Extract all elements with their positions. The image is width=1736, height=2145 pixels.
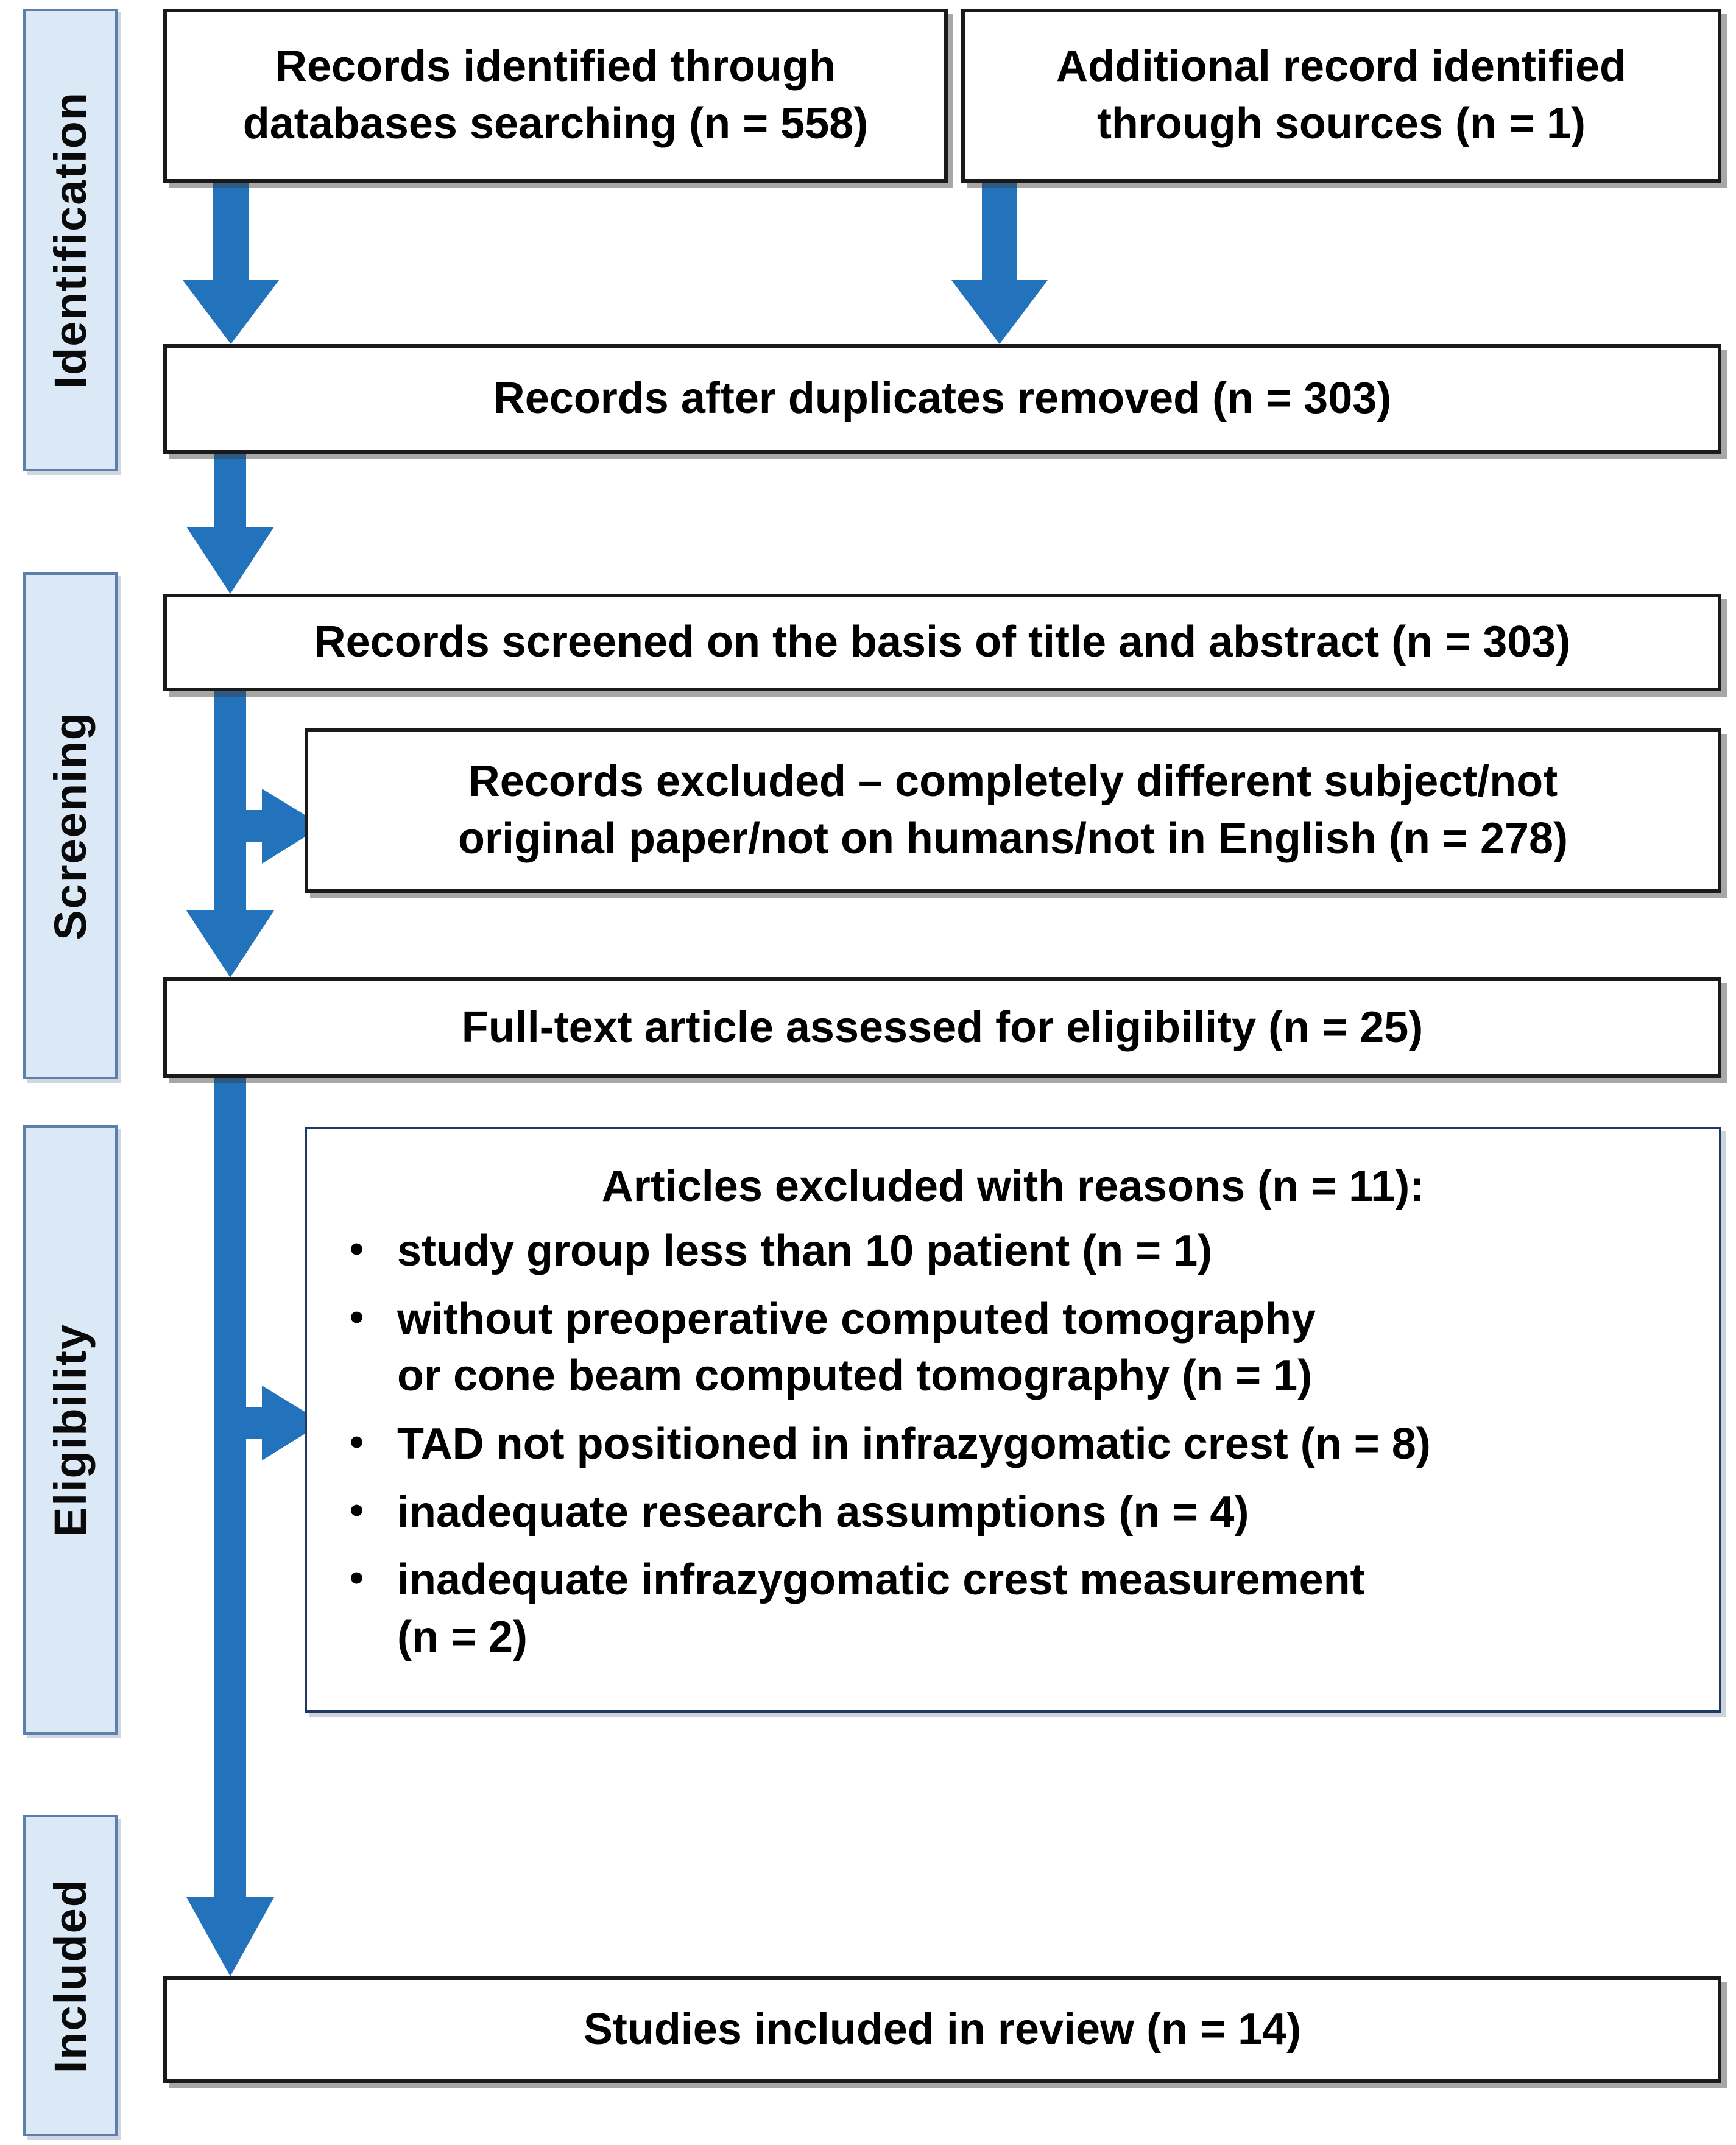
reason-line-1: TAD not positioned in infrazygomatic cre… [397,1419,1431,1468]
articles-excluded-reason-list: • study group less than 10 patient (n = … [325,1223,1701,1666]
reason-line-1: without preoperative computed tomography [397,1294,1316,1344]
stage-eligibility-label: Eligibility [45,1323,96,1537]
stage-eligibility: Eligibility [23,1125,118,1735]
reason-line-1: study group less than 10 patient (n = 1) [397,1227,1213,1276]
box-studies-included-in-review-text: Studies included in review (n = 14) [583,2004,1302,2054]
reason-line-1: inadequate research assumptions (n = 4) [397,1487,1249,1537]
box-additional-record-sources: Additional record identified through sou… [961,9,1721,183]
records-identified-line1: Records identified through [275,42,836,91]
records-identified-line2: databases searching (n = 558) [242,99,869,148]
box-records-excluded: Records excluded – completely different … [305,728,1721,893]
bullet-icon: • [350,1226,364,1272]
box-articles-excluded-with-reasons: Articles excluded with reasons (n = 11):… [305,1127,1721,1713]
stage-identification-label: Identification [45,91,96,389]
reason-line-2: (n = 2) [397,1612,528,1661]
reason-line-1: inadequate infrazygomatic crest measurem… [397,1555,1365,1605]
list-item: • inadequate infrazygomatic crest measur… [325,1552,1701,1666]
bullet-icon: • [350,1487,364,1532]
additional-record-line2: through sources (n = 1) [1096,99,1586,148]
box-records-excluded-text: Records excluded – completely different … [458,753,1568,867]
box-full-text-assessed: Full-text article assessed for eligibili… [163,977,1721,1078]
box-records-identified-databases: Records identified through databases sea… [163,9,948,183]
list-item: • inadequate research assumptions (n = 4… [325,1484,1701,1541]
list-item: • TAD not positioned in infrazygomatic c… [325,1416,1701,1473]
articles-excluded-title: Articles excluded with reasons (n = 11): [601,1162,1425,1211]
arrow-fulltext-to-included [186,1078,274,1976]
box-full-text-assessed-text: Full-text article assessed for eligibili… [461,1002,1424,1052]
stage-identification: Identification [23,9,118,471]
arrow-additional-to-duplicates [951,183,1048,344]
box-records-identified-databases-text: Records identified through databases sea… [243,38,868,152]
arrow-databases-to-duplicates [183,183,279,344]
list-item: • study group less than 10 patient (n = … [325,1223,1701,1280]
stage-included-label: Included [45,1878,96,2074]
arrow-duplicates-to-screened [186,454,274,594]
stage-included: Included [23,1815,118,2136]
bullet-icon: • [350,1294,364,1339]
records-excluded-line2: original paper/not on humans/not in Engl… [457,814,1568,863]
records-excluded-line1: Records excluded – completely different … [468,757,1558,806]
box-records-after-duplicates-removed: Records after duplicates removed (n = 30… [163,344,1721,454]
box-records-screened: Records screened on the basis of title a… [163,594,1721,691]
list-item: • without preoperative computed tomograp… [325,1291,1701,1405]
box-records-screened-text: Records screened on the basis of title a… [314,618,1571,667]
arrow-screened-to-fulltext [186,691,274,977]
bullet-icon: • [350,1555,364,1601]
box-additional-record-sources-text: Additional record identified through sou… [1056,38,1626,152]
bullet-icon: • [350,1418,364,1464]
additional-record-line1: Additional record identified [1056,42,1627,91]
box-records-after-duplicates-removed-text: Records after duplicates removed (n = 30… [493,374,1392,423]
reason-line-2: or cone beam computed tomography (n = 1) [397,1351,1313,1401]
box-studies-included-in-review: Studies included in review (n = 14) [163,1976,1721,2083]
stage-screening-label: Screening [45,711,96,940]
stage-screening: Screening [23,572,118,1079]
